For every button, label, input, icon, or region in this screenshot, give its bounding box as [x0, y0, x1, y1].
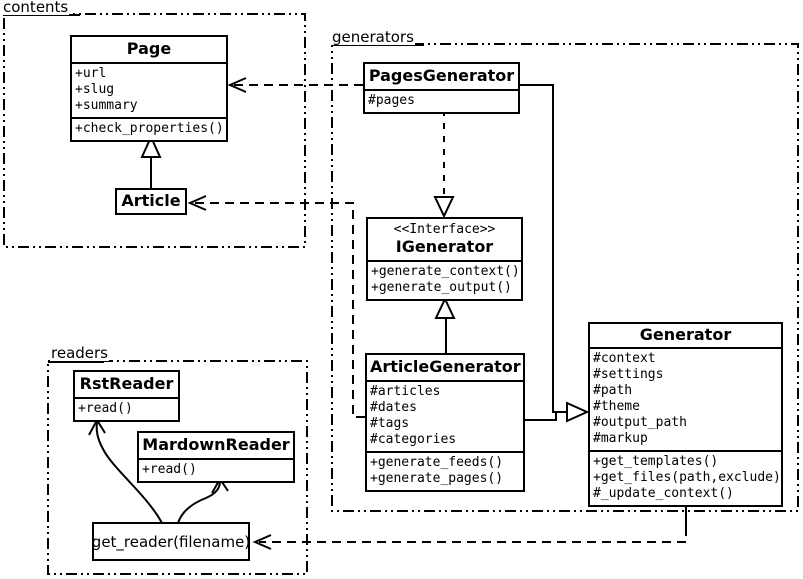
attribute: #context: [593, 351, 656, 366]
attribute: #articles: [370, 384, 441, 399]
articlegenerator-attributes: #articles #dates #tags #categories: [367, 380, 523, 451]
realization-pagesgenerator-to-igenerator: [433, 110, 455, 219]
articlegenerator-methods: +generate_feeds() +generate_pages(): [367, 451, 523, 490]
class-box-mardownreader: MardownReader +read(): [137, 431, 295, 483]
package-label-readers: readers: [50, 344, 109, 362]
mardownreader-methods: +read(): [139, 458, 293, 481]
attribute: #dates: [370, 400, 417, 415]
generalization-generators-to-generator: [520, 84, 590, 423]
attribute: #markup: [593, 431, 648, 446]
class-name-page: Page: [126, 39, 172, 58]
attribute: #output_path: [593, 415, 687, 430]
attribute: #settings: [593, 367, 664, 382]
attribute: +slug: [75, 82, 115, 97]
class-box-page: Page +url +slug +summary +check_properti…: [70, 35, 228, 142]
generator-attributes: #context #settings #path #theme #output_…: [590, 347, 781, 450]
method: +generate_context(): [371, 264, 520, 279]
rstreader-methods: +read(): [75, 397, 178, 420]
dependency-articlegenerator-to-article: [187, 195, 365, 418]
pagesgenerator-attributes: #pages: [365, 89, 518, 112]
generalization-articlegenerator-to-igenerator: [434, 296, 456, 353]
package-border-readers: [47, 360, 308, 575]
igenerator-methods: +generate_context() +generate_output(): [368, 260, 521, 299]
class-name-pagesgenerator: PagesGenerator: [368, 66, 515, 85]
method: +generate_feeds(): [370, 455, 504, 470]
class-name-generator: Generator: [639, 325, 732, 344]
attribute: #path: [593, 383, 633, 398]
attribute: #theme: [593, 399, 640, 414]
method: +read(): [142, 462, 197, 477]
attribute: #pages: [368, 93, 415, 108]
dependency-pagesgenerator-to-page: [227, 77, 363, 93]
method: +generate_output(): [371, 280, 512, 295]
function-box-get-reader: get_reader(filename): [92, 522, 250, 561]
package-border-generators: [331, 43, 799, 512]
stereotype-interface: <<Interface>>: [393, 222, 496, 237]
method: +get_files(path,exclude): [593, 470, 781, 485]
class-box-article: Article: [115, 188, 187, 215]
method: +generate_pages(): [370, 471, 504, 486]
dependency-generator-to-getreader: [252, 502, 687, 550]
method: +get_templates(): [593, 454, 719, 469]
class-name-igenerator: IGenerator: [395, 237, 494, 256]
method: #_update_context(): [593, 486, 734, 501]
attribute: +url: [75, 66, 107, 81]
generalization-article-to-page: [140, 134, 162, 189]
arrow-getreader-to-mardownreader: [177, 477, 229, 524]
class-name-rstreader: RstReader: [79, 374, 174, 393]
class-box-generator: Generator #context #settings #path #them…: [588, 322, 783, 507]
page-methods: +check_properties(): [72, 117, 226, 140]
page-attributes: +url +slug +summary: [72, 62, 226, 117]
method: +check_properties(): [75, 121, 224, 136]
class-box-articlegenerator: ArticleGenerator #articles #dates #tags …: [365, 353, 525, 492]
attribute: #categories: [370, 432, 457, 447]
attribute: #tags: [370, 416, 410, 431]
class-name-article: Article: [121, 191, 181, 210]
class-name-articlegenerator: ArticleGenerator: [370, 357, 521, 376]
class-box-igenerator: <<Interface>> IGenerator +generate_conte…: [366, 217, 523, 301]
method: +read(): [78, 401, 133, 416]
class-name-mardownreader: MardownReader: [142, 435, 290, 454]
package-border-contents: [3, 13, 306, 248]
package-label-generators: generators: [331, 28, 415, 46]
attribute: +summary: [75, 98, 138, 113]
class-box-rstreader: RstReader +read(): [73, 370, 180, 422]
package-label-contents: contents: [2, 0, 70, 16]
class-box-pagesgenerator: PagesGenerator #pages: [363, 62, 520, 114]
generator-methods: +get_templates() +get_files(path,exclude…: [590, 450, 781, 505]
